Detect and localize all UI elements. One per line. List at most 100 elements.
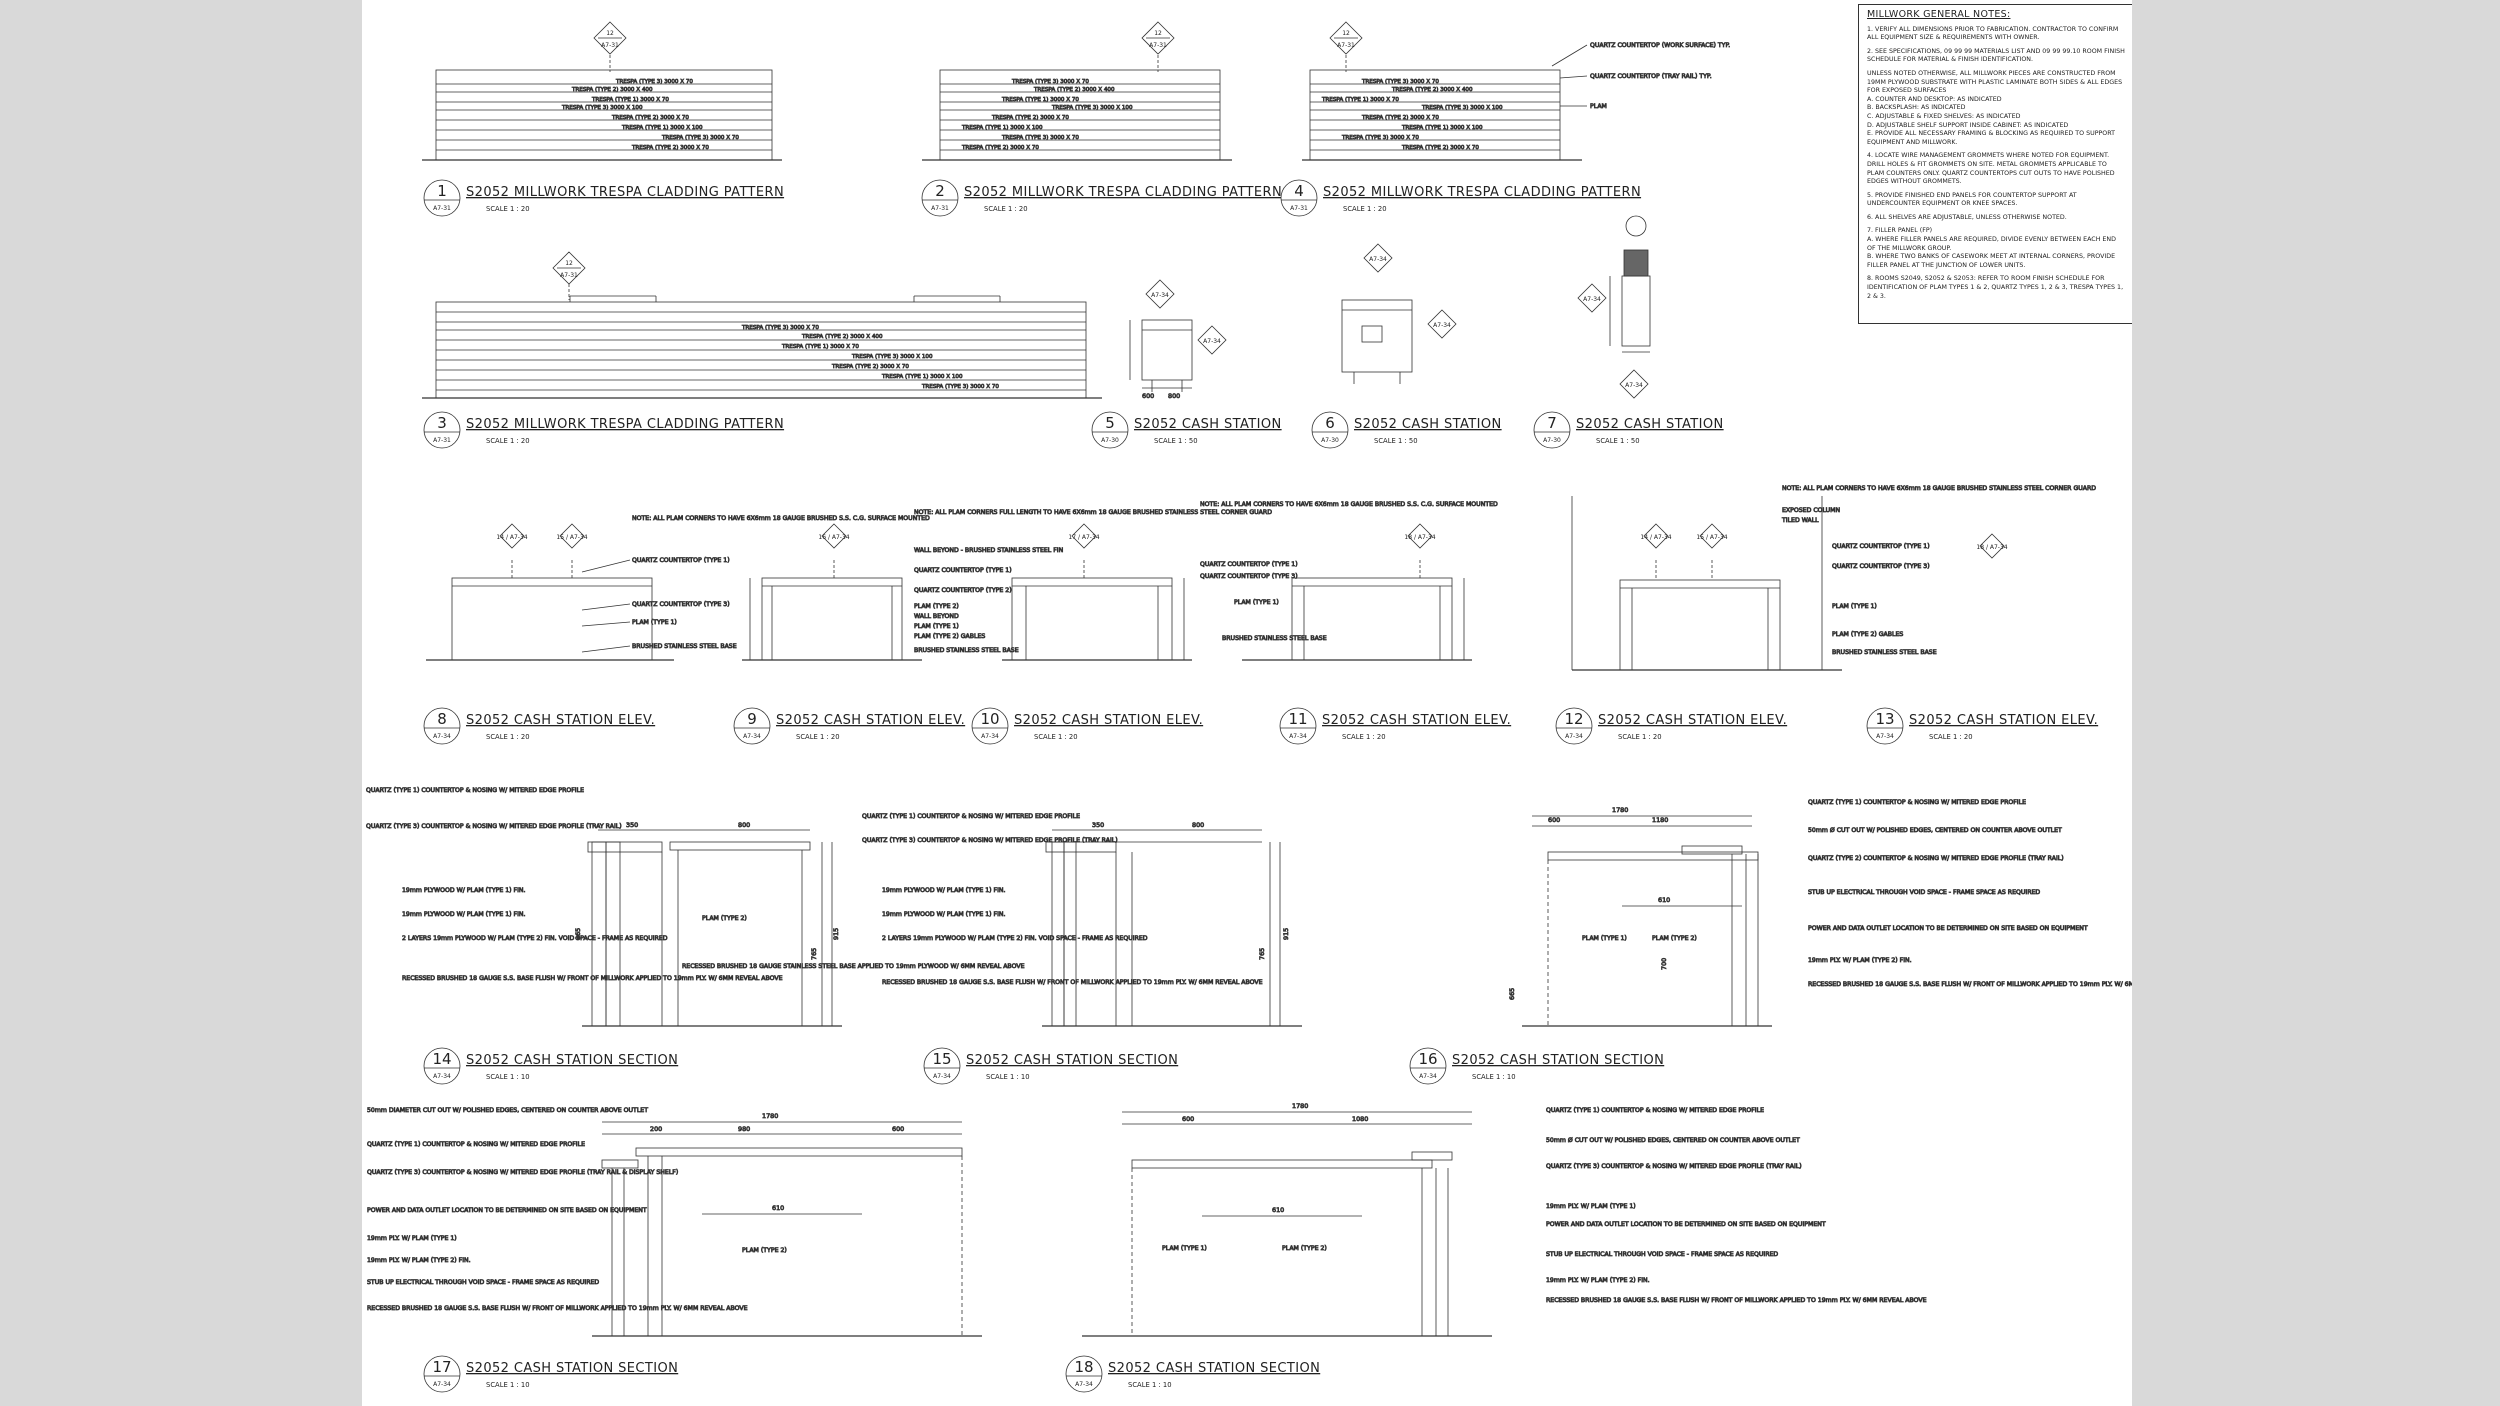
detail-number: 4	[1294, 182, 1304, 200]
detail-scale: SCALE 1 : 20	[486, 437, 530, 445]
detail-title: S2052 MILLWORK TRESPA CLADDING PATTERN	[1323, 185, 1641, 200]
svg-text:15 / A7-34: 15 / A7-34	[1696, 534, 1727, 541]
sec-cutout-label: 50mm Ø CUT OUT W/ POLISHED EDGES, CENTER…	[1546, 1136, 1800, 1144]
trespa-label: TRESPA (TYPE 2) 3000 X 70	[831, 364, 909, 370]
section-callout-14[interactable]: 14 / A7-34	[1640, 523, 1672, 549]
detail-sheet-ref: A7-30	[1101, 437, 1119, 444]
trespa-label: TRESPA (TYPE 2) 3000 X 70	[961, 145, 1039, 151]
detail-sheet-ref: A7-30	[1321, 437, 1339, 444]
section-callout-17[interactable]: 17 / A7-34	[1068, 523, 1100, 549]
dim-label: 600	[1142, 392, 1154, 400]
dim-label: 980	[738, 1125, 750, 1133]
sec-quartz1-label: QUARTZ (TYPE 1) COUNTERTOP & NOSING W/ M…	[1808, 799, 2026, 806]
section-callout-18[interactable]: 18 / A7-34	[1404, 523, 1436, 549]
drawing-canvas: TRESPA (TYPE 3) 3000 X 70 TRESPA (TYPE 2…	[366, 21, 2132, 1393]
plam-type2-label: PLAM (TYPE 2)	[914, 603, 959, 610]
section-callout-11[interactable]: A7-34	[1427, 309, 1457, 339]
detail-sheet-ref: A7-31	[433, 437, 451, 444]
trespa-label: TRESPA (TYPE 1) 3000 X 70	[1321, 97, 1399, 103]
sec-stub-label: STUB UP ELECTRICAL THROUGH VOID SPACE - …	[367, 1279, 599, 1286]
detail-number-bubble	[1555, 707, 1593, 745]
trespa-label: TRESPA (TYPE 1) 3000 X 100	[1401, 125, 1483, 131]
plam-type2-inline-label: PLAM (TYPE 2)	[702, 915, 747, 922]
plam-type1-label: PLAM (TYPE 1)	[1832, 603, 1877, 610]
svg-text:16 / A7-34: 16 / A7-34	[818, 534, 849, 541]
detail-6-drawing: A7-34 A7-34	[1341, 243, 1457, 384]
section-callout-18[interactable]: 18 / A7-34	[1976, 533, 2008, 559]
detail-title: S2052 CASH STATION	[1134, 417, 1282, 432]
section-callout-9[interactable]: A7-34	[1197, 325, 1227, 355]
sec-power-label: POWER AND DATA OUTLET LOCATION TO BE DET…	[1546, 1221, 1826, 1228]
section-callout-14[interactable]: 14 / A7-34	[496, 523, 528, 549]
detail-title-block[interactable]: 3A7-31 S2052 MILLWORK TRESPA CLADDING PAT…	[423, 411, 784, 449]
detail-number: 11	[1288, 710, 1307, 728]
section-callout-12[interactable]: 12 A7-31	[593, 21, 627, 55]
svg-text:A7-34: A7-34	[1203, 338, 1221, 345]
section-callout-12[interactable]: A7-34	[1577, 283, 1607, 313]
trespa-label: TRESPA (TYPE 1) 3000 X 100	[961, 125, 1043, 131]
tiled-wall-label: TILED WALL	[1781, 517, 1819, 524]
sec-recessed-label: RECESSED BRUSHED 18 GAUGE S.S. BASE FLUS…	[402, 975, 783, 982]
detail-sheet-ref: A7-34	[1289, 733, 1307, 740]
detail-11-drawing: NOTE: ALL PLAM CORNERS TO HAVE 6X6mm 18 …	[1200, 501, 1498, 661]
section-callout-12[interactable]: 12 A7-31	[1329, 21, 1363, 55]
section-callout-8[interactable]: A7-34	[1145, 279, 1175, 309]
detail-title: S2052 CASH STATION ELEV.	[1014, 713, 1203, 728]
quartz-work-surface-label: QUARTZ COUNTERTOP (WORK SURFACE) TYP.	[1590, 42, 1730, 49]
trespa-label: TRESPA (TYPE 3) 3000 X 100	[561, 105, 643, 111]
section-callout-12[interactable]: 12 A7-31	[552, 251, 586, 285]
detail-title: S2052 MILLWORK TRESPA CLADDING PATTERN	[466, 417, 784, 432]
svg-text:18 / A7-34: 18 / A7-34	[1976, 544, 2007, 551]
detail-number: 10	[980, 710, 999, 728]
trespa-label: TRESPA (TYPE 2) 3000 X 70	[1401, 145, 1479, 151]
detail-number: 6	[1325, 414, 1335, 432]
section-callout-12[interactable]: 12 A7-31	[1141, 21, 1175, 55]
detail-number: 3	[437, 414, 447, 432]
quartz-type3-label: QUARTZ COUNTERTOP (TYPE 3)	[1200, 573, 1298, 580]
general-note: 8. ROOMS S2049, S2052 & S2053: REFER TO …	[1867, 275, 2124, 300]
quartz-type1-label: QUARTZ COUNTERTOP (TYPE 1)	[1832, 543, 1930, 550]
svg-text:18 / A7-34: 18 / A7-34	[1404, 534, 1435, 541]
quartz-type1-label: QUARTZ COUNTERTOP (TYPE 1)	[1200, 561, 1298, 568]
plam-corners-13-note: NOTE: ALL PLAM CORNERS TO HAVE 6X6mm 18 …	[1782, 485, 2096, 492]
detail-sheet-ref: A7-34	[433, 1073, 451, 1080]
section-callout-13[interactable]: A7-34	[1619, 369, 1649, 399]
detail-scale: SCALE 1 : 20	[1618, 733, 1662, 741]
detail-number: 16	[1418, 1050, 1437, 1068]
detail-15-drawing: 350 800 765 915 QUARTZ (TYPE 1) COUNTERT…	[862, 813, 1302, 1027]
detail-title: S2052 CASH STATION	[1576, 417, 1724, 432]
sec-ply-plam1-label: 19mm PLYWOOD W/ PLAM (TYPE 1) FIN.	[882, 887, 1006, 894]
detail-3-drawing: TRESPA (TYPE 3) 3000 X 70 TRESPA (TYPE 2…	[422, 251, 1102, 399]
section-callout-16[interactable]: 16 / A7-34	[818, 523, 850, 549]
trespa-label: TRESPA (TYPE 3) 3000 X 70	[1001, 135, 1079, 141]
dim-label: 1180	[1652, 816, 1668, 824]
trespa-label: TRESPA (TYPE 1) 3000 X 70	[591, 97, 669, 103]
detail-sheet-ref: A7-34	[743, 733, 761, 740]
section-callout-15[interactable]: 15 / A7-34	[1696, 523, 1728, 549]
section-callout-10[interactable]: A7-34	[1363, 243, 1393, 273]
detail-title: S2052 CASH STATION ELEV.	[1598, 713, 1787, 728]
detail-title: S2052 CASH STATION SECTION	[466, 1361, 678, 1376]
general-notes-title: MILLWORK GENERAL NOTES:	[1867, 9, 2011, 20]
detail-title: S2052 CASH STATION ELEV.	[1322, 713, 1511, 728]
sec-stub-label: STUB UP ELECTRICAL THROUGH VOID SPACE - …	[1546, 1251, 1778, 1258]
section-callout-15[interactable]: 15 / A7-34	[556, 523, 588, 549]
